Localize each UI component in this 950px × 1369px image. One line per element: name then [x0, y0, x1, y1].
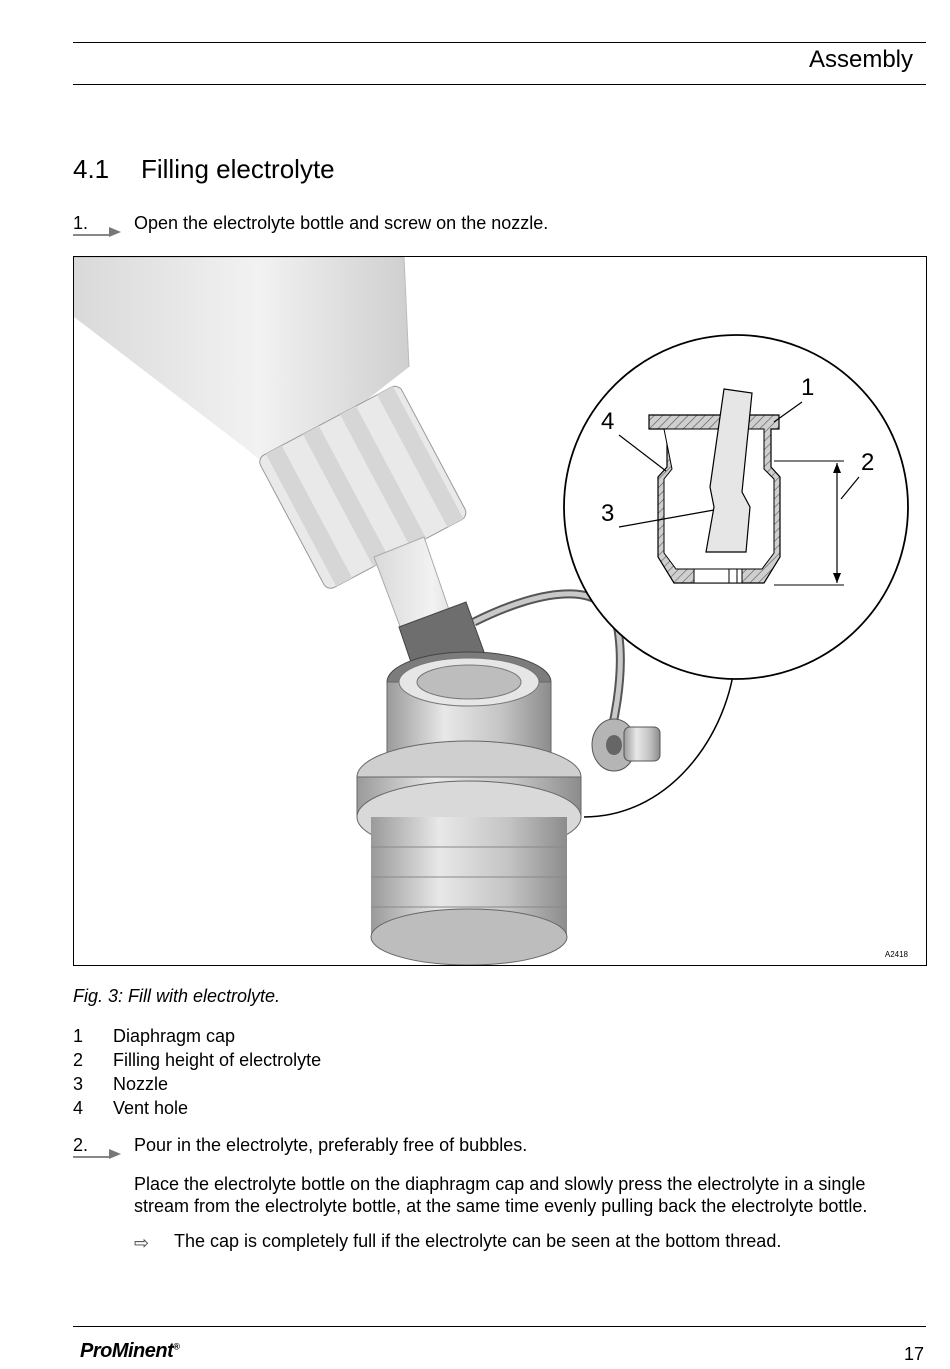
legend-number: 2 [73, 1050, 84, 1070]
brand-mark: ® [173, 1341, 180, 1352]
footer-rule [73, 1326, 926, 1327]
brand-logo: ProMinent® [80, 1340, 180, 1363]
page-number: 17 [903, 1344, 924, 1364]
figure: 1 2 3 4 A2418 [73, 256, 927, 966]
legend-item: 2 Filling height of electrolyte [73, 1048, 321, 1072]
electrolyte-bottle [74, 257, 410, 472]
step-2-number: 2. [73, 1135, 89, 1155]
section-title: Filling electrolyte [141, 154, 335, 184]
callout-3: 3 [601, 500, 614, 527]
result-text: The cap is completely full if the electr… [174, 1231, 782, 1251]
legend-item: 3 Nozzle [73, 1072, 168, 1096]
legend-label: Vent hole [113, 1098, 189, 1118]
detail-cutaway [563, 334, 909, 680]
instruction-paragraph: Place the electrolyte bottle on the diap… [134, 1174, 868, 1216]
result-arrow-icon: ⇨ [134, 1233, 150, 1253]
figure-illustration: 1 2 3 4 [74, 257, 909, 965]
header-title: Assembly [808, 46, 913, 73]
figure-caption: Fig. 3: Fill with electrolyte. [73, 986, 281, 1006]
legend-label: Diaphragm cap [113, 1026, 236, 1046]
legend-label: Filling height of electrolyte [113, 1050, 322, 1070]
step-1-text: Open the electrolyte bottle and screw on… [134, 213, 549, 233]
figure-id: A2418 [884, 950, 908, 959]
tether-plug [591, 718, 661, 772]
brand-name: ProMinent [80, 1340, 174, 1362]
step-1-number: 1. [73, 213, 89, 233]
step-arrow-icon [73, 1149, 121, 1159]
bottle-collar [259, 385, 467, 589]
header-bottom-rule [73, 84, 926, 85]
callout-1: 1 [801, 374, 814, 401]
callout-2: 2 [861, 449, 874, 476]
step-arrow-icon [73, 227, 121, 237]
legend-label: Nozzle [113, 1074, 169, 1094]
section-number: 4.1 [73, 154, 110, 184]
callout-4: 4 [601, 408, 614, 435]
step-2-text: Pour in the electrolyte, preferably free… [134, 1135, 528, 1155]
legend-item: 1 Diaphragm cap [73, 1024, 235, 1048]
header-top-rule [73, 42, 926, 43]
legend-number: 4 [73, 1098, 84, 1118]
legend-number: 3 [73, 1074, 84, 1094]
legend-item: 4 Vent hole [73, 1096, 188, 1120]
legend-number: 1 [73, 1026, 84, 1046]
diaphragm-cap [356, 651, 582, 965]
